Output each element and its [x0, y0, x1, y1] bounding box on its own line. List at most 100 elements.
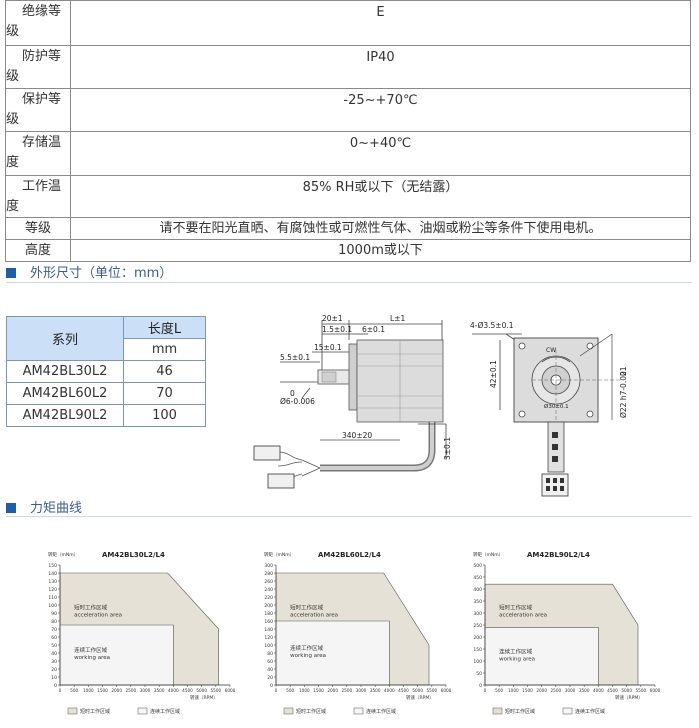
- length-cell: 100: [123, 404, 206, 427]
- dim-label: 0: [290, 389, 295, 398]
- spec-row: 存储温度 0~+40℃: [5, 131, 691, 176]
- y-tick-label: 80: [267, 651, 273, 657]
- legend-swatch: [283, 707, 294, 715]
- y-tick-label: 20: [267, 675, 273, 681]
- x-tick-label: 0: [275, 688, 278, 693]
- x-tick-label: 5500: [635, 688, 646, 693]
- y-tick-label: 40: [267, 667, 273, 673]
- y-tick-label: 240: [264, 587, 273, 593]
- table-row: AM42BL90L2 100: [6, 404, 206, 427]
- y-tick-label: 60: [267, 659, 273, 665]
- x-tick-label: 3500: [370, 688, 381, 693]
- x-tick-label: 3000: [356, 688, 367, 693]
- x-tick-label: 4000: [168, 688, 179, 693]
- x-tick-label: 4500: [182, 688, 193, 693]
- x-tick-label: 5500: [210, 688, 221, 693]
- chart-title: AM42BL90L2/L4: [527, 551, 590, 559]
- x-tick-label: 5500: [426, 688, 437, 693]
- x-tick-label: 6000: [441, 688, 452, 693]
- legend-swatch: [492, 707, 503, 715]
- length-cell: 70: [123, 382, 206, 405]
- y-tick-label: 90: [51, 611, 57, 617]
- x-tick-label: 6000: [650, 688, 661, 693]
- y-tick-label: 80: [51, 619, 57, 625]
- x-tick-label: 500: [495, 688, 503, 693]
- x-tick-label: 4500: [607, 688, 618, 693]
- y-tick-label: 130: [48, 579, 57, 585]
- x-tick-label: 4500: [398, 688, 409, 693]
- spec-key: 防护等级: [5, 45, 71, 89]
- length-cell: 46: [123, 360, 206, 383]
- y-tick-label: 100: [473, 659, 482, 665]
- dim-label: 4-Ø3.5±0.1: [470, 321, 514, 330]
- section-divider: [6, 282, 692, 283]
- legend-label: 短时工作区域: [296, 708, 326, 715]
- motor-front-view-drawing: 4-Ø3.5±0.1 42±0.1 CW 0 Ø22 h7-0.021 Ø30±…: [470, 321, 628, 497]
- y-tick-label: 0: [479, 683, 482, 689]
- spec-key: 保护等级: [5, 88, 71, 132]
- header-series: 系列: [6, 316, 124, 361]
- series-label: 短时工作区域: [74, 603, 108, 611]
- chart-title: AM42BL60L2/L4: [318, 551, 381, 559]
- x-tick-label: 0: [59, 688, 62, 693]
- dim-label: Ø22 h7-0.021: [619, 366, 628, 418]
- x-tick-label: 2500: [125, 688, 136, 693]
- y-tick-label: 350: [473, 599, 482, 605]
- y-tick-label: 120: [48, 587, 57, 593]
- series-label-en: acceleration area: [74, 612, 122, 618]
- y-tick-label: 20: [51, 667, 57, 673]
- x-tick-label: 1000: [83, 688, 94, 693]
- series-label-en: acceleration area: [499, 612, 547, 618]
- spec-row: 高度 1000m或以下: [5, 239, 691, 262]
- y-tick-label: 260: [264, 579, 273, 585]
- y-tick-label: 400: [473, 587, 482, 593]
- series-label: 连续工作区域: [74, 646, 108, 654]
- spec-key: 绝缘等级: [5, 0, 71, 46]
- series-label-en: working area: [74, 655, 110, 661]
- spec-value: 请不要在阳光直晒、有腐蚀性或可燃性气体、油烟或粉尘等条件下使用电机。: [70, 217, 691, 240]
- x-tick-label: 1000: [508, 688, 519, 693]
- x-axis-label: 转速（RPM）: [406, 694, 434, 701]
- spec-value: 0~+40℃: [70, 131, 691, 176]
- spec-value: IP40: [70, 45, 691, 89]
- x-tick-label: 3000: [565, 688, 576, 693]
- chart-title: AM42BL30L2/L4: [102, 551, 165, 559]
- x-tick-label: 2000: [536, 688, 547, 693]
- x-tick-label: 0: [484, 688, 487, 693]
- spec-value: E: [70, 0, 691, 46]
- heading-marker-icon: [6, 503, 16, 513]
- y-tick-label: 300: [473, 611, 482, 617]
- dim-label: Ø30±0.1: [544, 403, 569, 410]
- x-tick-label: 4000: [384, 688, 395, 693]
- section-heading-dimensions: 外形尺寸（单位：mm）: [6, 262, 172, 281]
- legend-label: 连续工作区域: [366, 708, 396, 715]
- y-axis-label: 转矩（mNm）: [48, 551, 78, 558]
- spec-row: 保护等级 -25~+70℃: [5, 88, 691, 132]
- y-axis-label: 转矩（mNm）: [473, 551, 503, 558]
- model-cell: AM42BL60L2: [6, 382, 124, 405]
- x-tick-label: 2000: [327, 688, 338, 693]
- x-axis-label: 转速（RPM）: [190, 694, 218, 701]
- x-tick-label: 2000: [111, 688, 122, 693]
- series-label: 短时工作区域: [290, 603, 324, 611]
- spec-key: 高度: [5, 239, 71, 262]
- series-label-en: acceleration area: [290, 612, 338, 618]
- y-tick-label: 50: [476, 671, 482, 677]
- y-tick-label: 500: [473, 563, 482, 569]
- x-tick-label: 2500: [341, 688, 352, 693]
- spec-row: 绝缘等级 E: [5, 0, 691, 46]
- spec-key: 等级: [5, 217, 71, 240]
- spec-row: 等级 请不要在阳光直晒、有腐蚀性或可燃性气体、油烟或粉尘等条件下使用电机。: [5, 217, 691, 240]
- y-tick-label: 60: [51, 635, 57, 641]
- section-heading-torque: 力矩曲线: [6, 497, 82, 516]
- x-tick-label: 1500: [97, 688, 108, 693]
- y-tick-label: 200: [473, 635, 482, 641]
- y-tick-label: 10: [51, 675, 57, 681]
- x-tick-label: 1000: [299, 688, 310, 693]
- y-tick-label: 280: [264, 571, 273, 577]
- x-tick-label: 1500: [313, 688, 324, 693]
- heading-marker-icon: [6, 268, 16, 278]
- spec-value: 1000m或以下: [70, 239, 691, 262]
